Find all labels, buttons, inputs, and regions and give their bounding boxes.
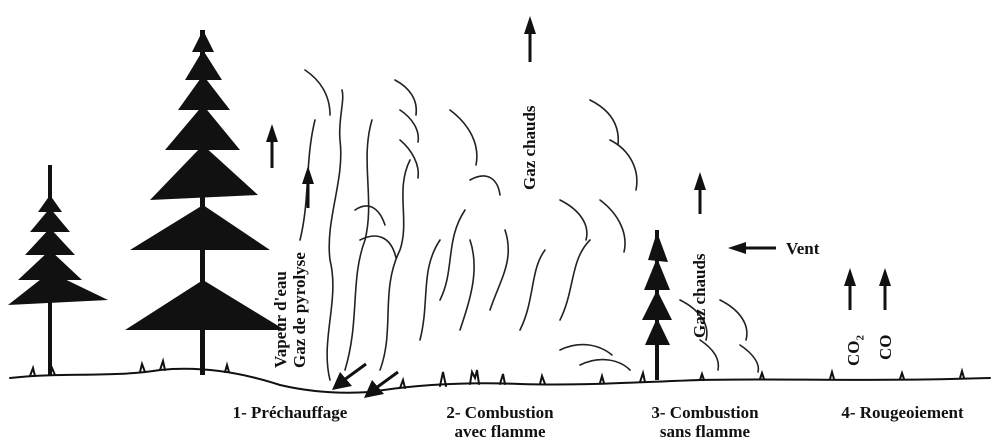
stage-3-caption: 3- Combustion sans flamme: [625, 403, 785, 441]
stage-3-line2: sans flamme: [625, 422, 785, 441]
stage-1-caption: 1- Préchauffage: [210, 403, 370, 422]
tall-tree: [125, 30, 285, 375]
co-label: CO: [876, 335, 896, 361]
arrow-up-gaz-chauds-mid: [694, 172, 706, 214]
arrow-up-preheat-1: [266, 124, 278, 168]
stage-3-line1: 3- Combustion: [625, 403, 785, 422]
stage-4-line1: 4- Rougeoiement: [815, 403, 990, 422]
arrow-up-co: [879, 268, 891, 310]
burnt-tree: [642, 230, 672, 380]
co2-subscript: 2: [854, 335, 866, 341]
vapeur-label: Vapeur d'eau: [271, 252, 290, 368]
arrow-down-left-1: [332, 364, 366, 390]
stage-4-caption: 4- Rougeoiement: [815, 403, 990, 422]
stage-2-line1: 2- Combustion: [420, 403, 580, 422]
gaz-chauds-mid-label: Gaz chauds: [690, 253, 710, 338]
small-tree: [8, 165, 108, 375]
co2-label: CO2: [844, 335, 866, 366]
co2-text: CO: [844, 341, 863, 367]
stage-2-caption: 2- Combustion avec flamme: [420, 403, 580, 441]
gaz-pyrolyse-label: Gaz de pyrolyse: [290, 252, 309, 368]
preheat-vertical-labels: Vapeur d'eau Gaz de pyrolyse: [271, 252, 309, 368]
arrow-up-gaz-chauds-top: [524, 16, 536, 62]
stage-2-line2: avec flamme: [420, 422, 580, 441]
arrow-up-preheat-2: [302, 166, 314, 208]
arrow-left-vent: [728, 242, 776, 254]
stage-1-line1: 1- Préchauffage: [210, 403, 370, 422]
arrow-up-co2: [844, 268, 856, 310]
arrow-down-left-2: [364, 372, 398, 398]
vent-label: Vent: [786, 239, 819, 258]
gaz-chauds-top-label: Gaz chauds: [520, 105, 540, 190]
